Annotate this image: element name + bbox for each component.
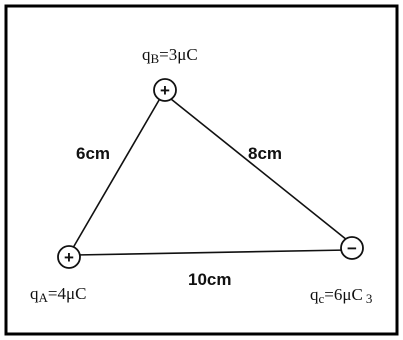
charge-c: − (340, 236, 364, 260)
charge-b-label: qB=3μC (142, 45, 198, 66)
charge-a-sign: + (64, 248, 74, 267)
charge-a: + (57, 245, 81, 269)
charge-a-symbol: q (30, 284, 39, 303)
charge-c-circle (340, 236, 364, 260)
side-ab-length: 6cm (76, 144, 110, 163)
charge-a-subscript: A (39, 290, 49, 305)
side-bc-line (165, 94, 353, 245)
charge-a-label: qA=4μC (30, 284, 86, 305)
side-bc-length: 8cm (248, 144, 282, 163)
charge-c-sign: − (347, 239, 357, 258)
charge-b-value: =3μC (159, 45, 198, 64)
charge-c-value: =6μC (324, 285, 363, 304)
charge-a-value: =4μC (48, 284, 87, 303)
charge-c-symbol: q (310, 285, 319, 304)
charge-b-symbol: q (142, 45, 151, 64)
side-ac-line (74, 249, 349, 256)
charge-c-subscript: c (319, 291, 325, 306)
charge-a-circle (57, 245, 81, 269)
side-ab-line (69, 94, 163, 254)
charge-b-subscript: B (151, 51, 160, 66)
charge-b: + (153, 78, 177, 102)
side-ac-length: 10cm (188, 270, 231, 289)
charge-b-circle (153, 78, 177, 102)
frame-border (4, 4, 399, 336)
charge-b-sign: + (160, 81, 170, 100)
charge-c-suffix: 3 (366, 291, 373, 306)
